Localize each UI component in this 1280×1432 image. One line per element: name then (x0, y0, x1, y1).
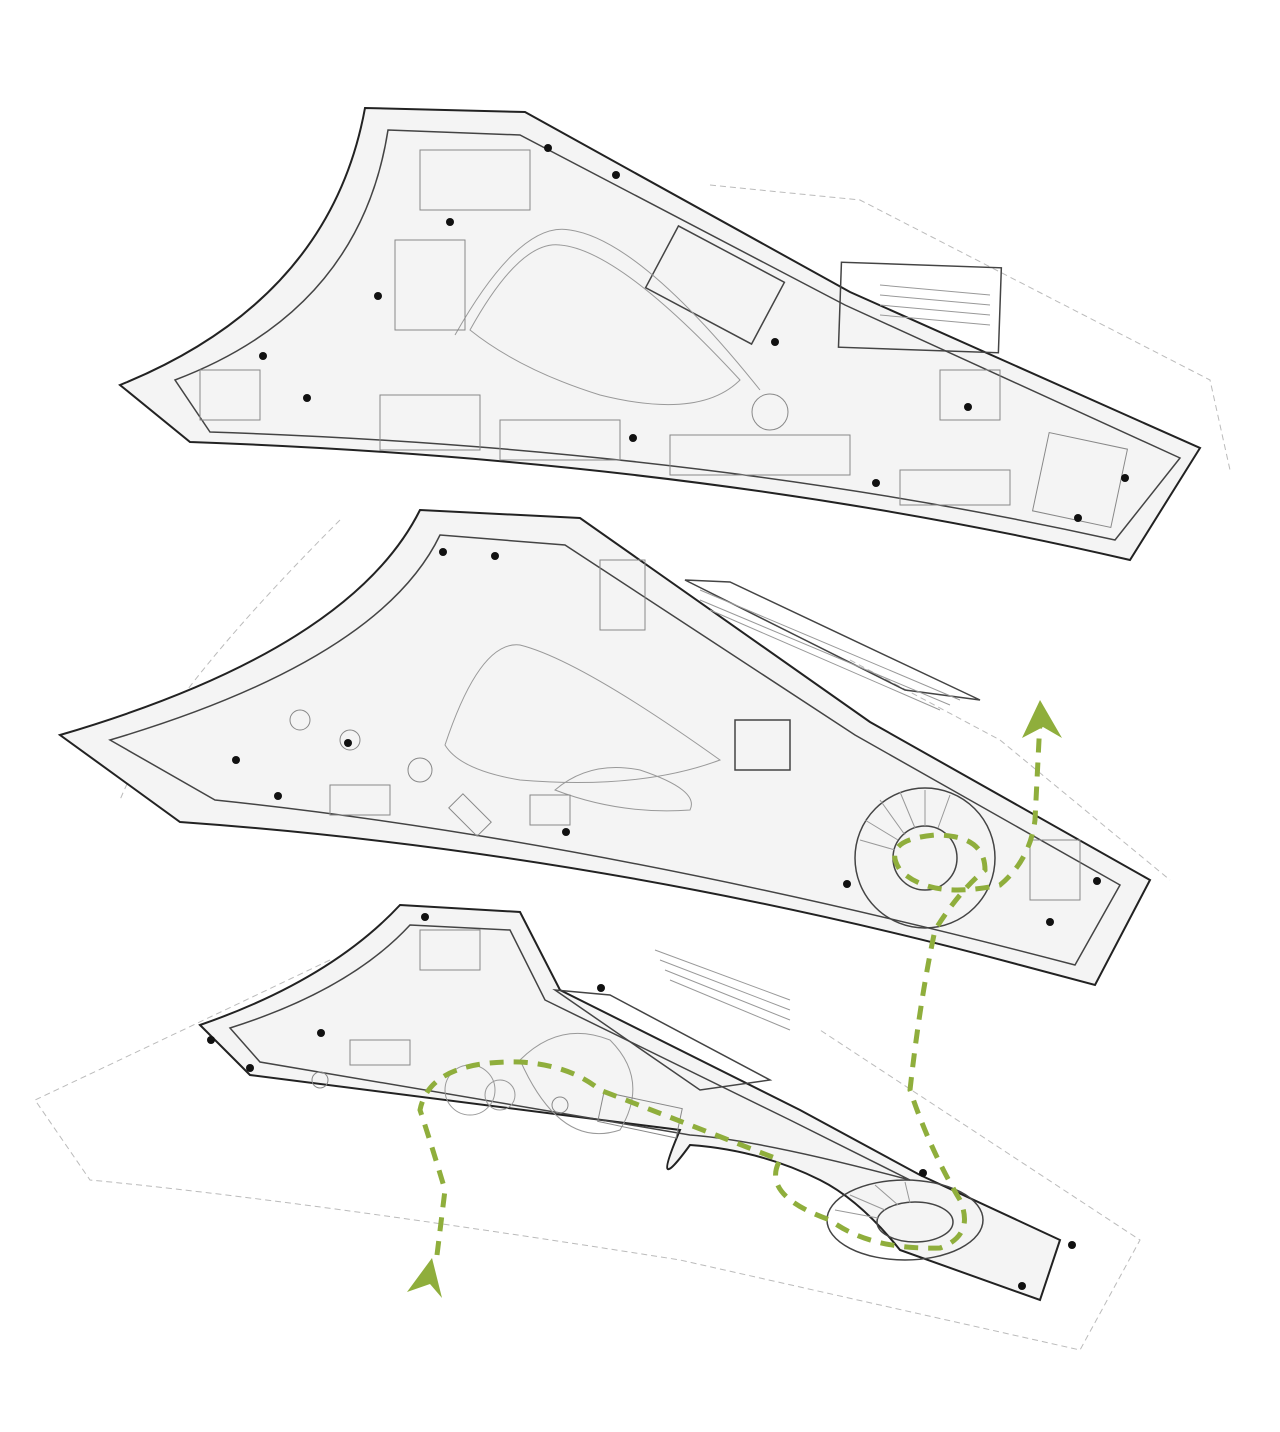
column-icon (207, 913, 1076, 1290)
column-icon (259, 144, 1129, 522)
circulation-path (407, 700, 1062, 1298)
arrow-up-icon (407, 1258, 442, 1298)
middle-floor-plan (57, 508, 1171, 987)
upper-floor-plan (118, 106, 1231, 562)
arrow-up-icon (1022, 700, 1062, 738)
stair-block (837, 261, 1003, 354)
ground-floor-plan (34, 903, 1141, 1351)
atrium-void (469, 244, 741, 406)
atrium-void (444, 644, 722, 783)
column-icon (232, 548, 1101, 926)
